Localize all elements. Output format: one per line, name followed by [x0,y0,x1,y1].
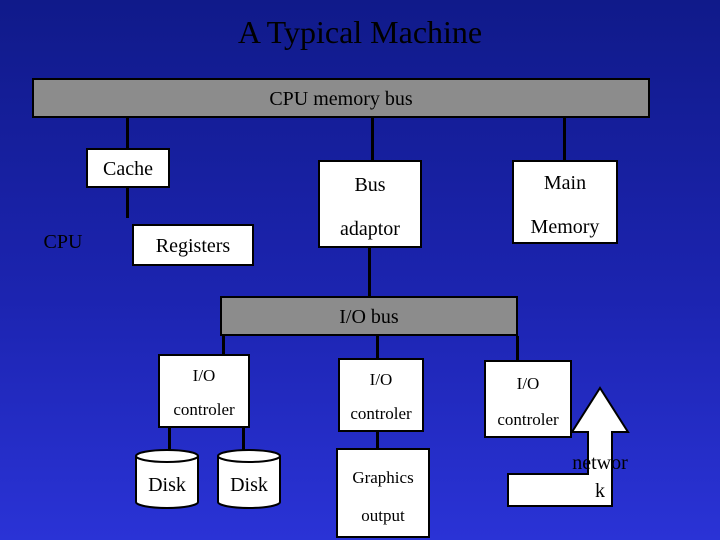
io-controller-2-line2: controler [350,404,412,423]
io-controller-2-line1: I/O [369,370,393,389]
connector-controller-to-disk-2 [242,428,245,452]
graphics-line2: output [361,506,405,525]
connector-bus-to-cache [126,118,129,148]
connector-iobus-to-controller-2 [376,336,379,362]
connector-iobus-to-controller-3 [516,336,519,364]
disk-2: Disk [216,448,282,510]
disk-1: Disk [134,448,200,510]
connector-iobus-to-controller-1 [222,336,225,358]
bus-adaptor-box: Bus adaptor [318,160,422,248]
disk-2-cylinder-icon [217,449,281,509]
disk-1-cylinder-icon [135,449,199,509]
main-memory-line1: Main [543,172,587,194]
io-controller-1-line1: I/O [192,366,216,385]
io-controller-3: I/O controler [484,360,572,438]
main-memory-box: Main Memory [512,160,618,244]
disk-1-label: Disk [148,474,186,496]
slide-title: A Typical Machine [237,14,483,50]
cpu-memory-bus: CPU memory bus [32,78,650,118]
connector-controller-to-disk-1 [168,428,171,452]
connector-bus-to-memory [563,118,566,162]
graphics-line1: Graphics [352,468,414,487]
bus-adaptor-line1: Bus [354,174,386,196]
network-arrow-icon [506,384,666,510]
connector-adaptor-to-iobus [368,248,371,298]
cache-label: Cache [103,158,153,180]
io-controller-3-line1: I/O [516,374,540,393]
cpu-memory-bus-label: CPU memory bus [269,88,413,110]
io-bus: I/O bus [220,296,518,336]
registers-box: Registers [132,224,254,266]
bus-adaptor-line2: adaptor [340,218,400,240]
connector-cache-to-registers [126,188,129,218]
disk-2-label: Disk [230,474,268,496]
main-memory-line2: Memory [530,216,600,238]
io-bus-label: I/O bus [339,306,399,328]
graphics-output-box: Graphics output [336,448,430,538]
cpu-label: CPU [43,231,83,253]
io-controller-1: I/O controler [158,354,250,428]
io-controller-2: I/O controler [338,358,424,432]
network-line2: k [595,480,605,502]
io-controller-3-line2: controler [497,410,559,429]
cpu-box: CPU [28,225,98,263]
network-line1: networ [572,452,628,474]
connector-bus-to-adaptor [371,118,374,162]
connector-controller-to-graphics [376,432,379,452]
io-controller-1-line2: controler [173,400,235,419]
cache-box: Cache [86,148,170,188]
registers-label: Registers [155,235,231,257]
